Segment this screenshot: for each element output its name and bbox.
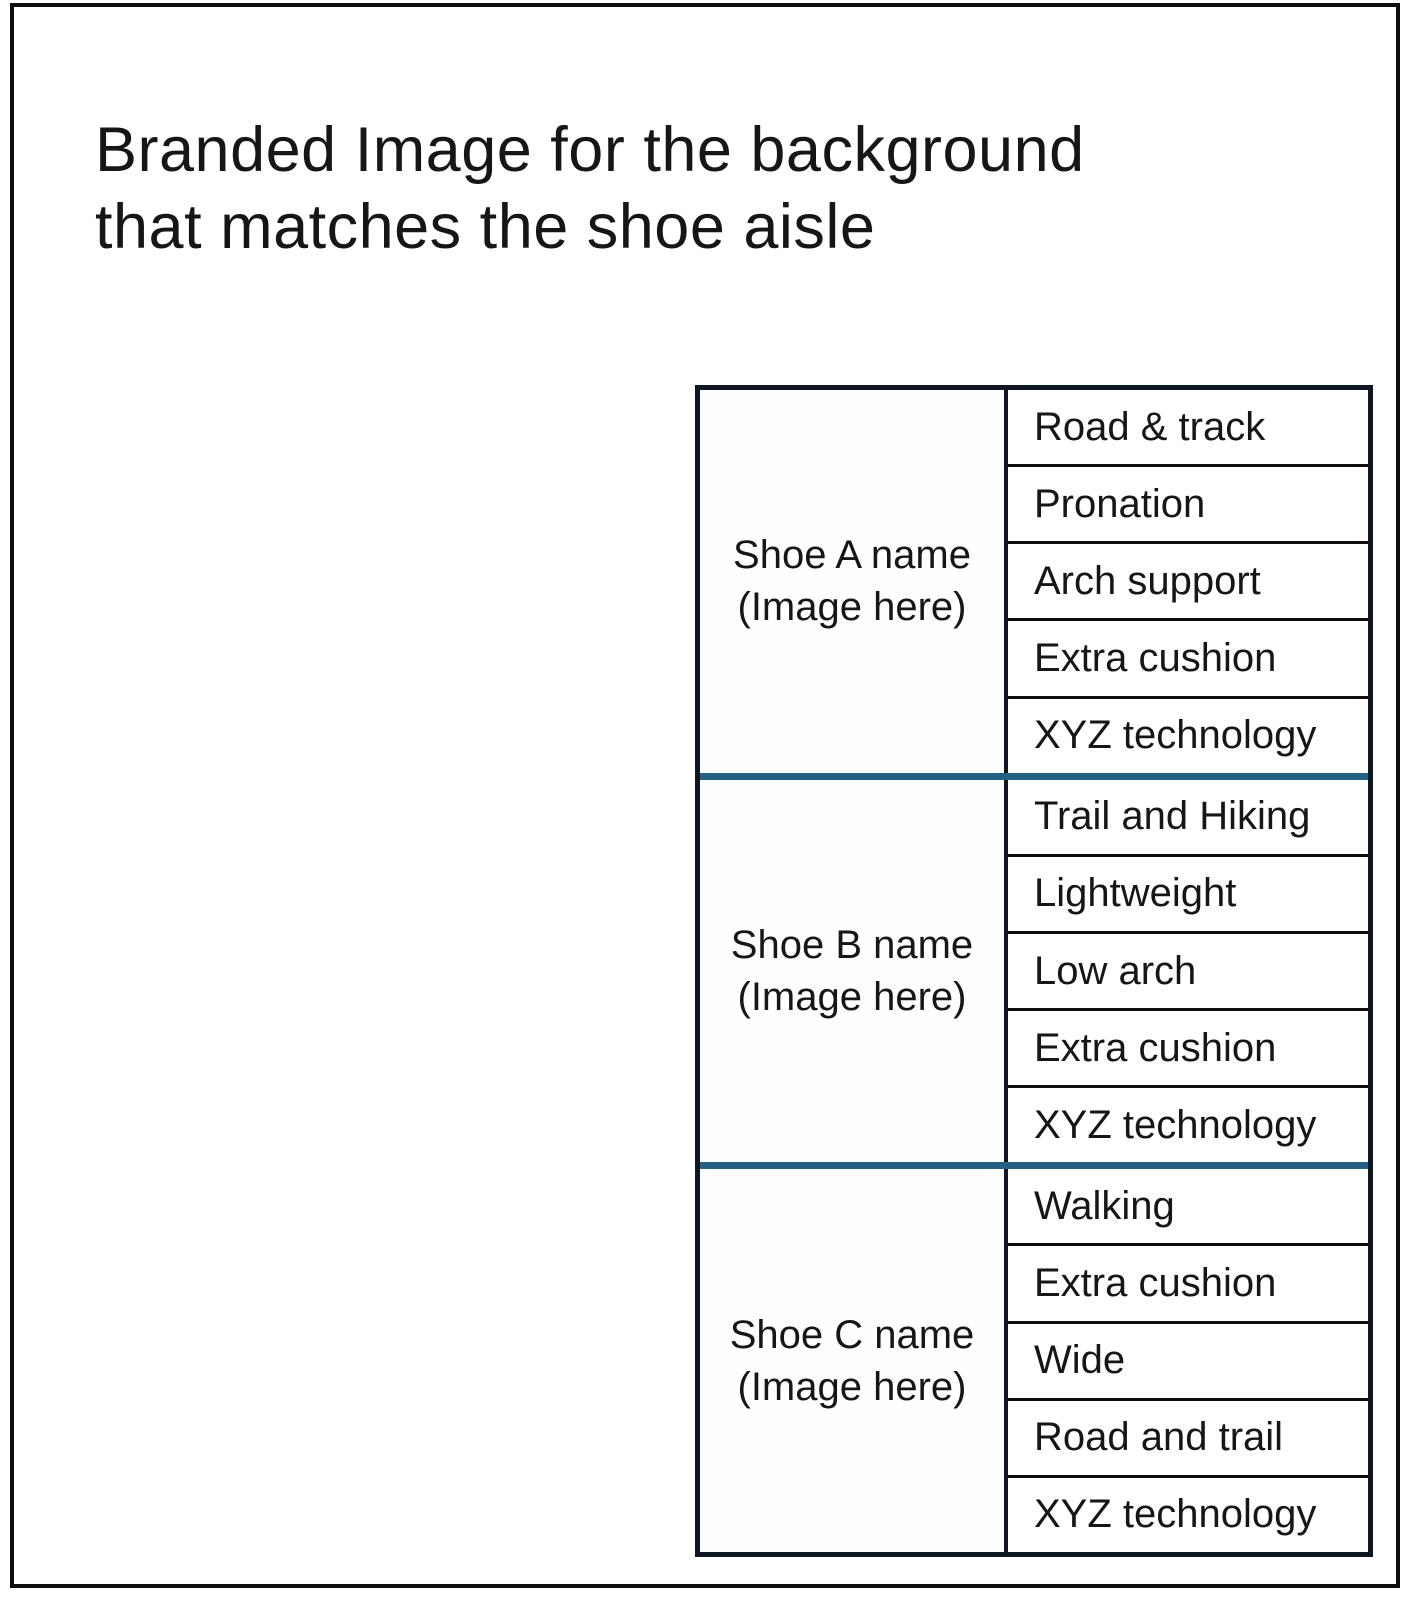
section-divider [700, 1162, 1368, 1170]
feature-cell: Extra cushion [1008, 618, 1368, 696]
shoe-c-features: Walking Extra cushion Wide Road and trai… [1008, 1169, 1368, 1553]
shoe-a-name-cell: Shoe A name (Image here) [700, 390, 1008, 773]
shoe-comparison-table: Shoe A name (Image here) Road & track Pr… [695, 385, 1373, 1557]
shoe-section-b: Shoe B name (Image here) Trail and Hikin… [700, 779, 1368, 1163]
shoe-b-features: Trail and Hiking Lightweight Low arch Ex… [1008, 779, 1368, 1163]
feature-cell: Trail and Hiking [1008, 779, 1368, 854]
section-divider [700, 772, 1368, 780]
feature-cell: XYZ technology [1008, 1085, 1368, 1163]
page-title-line-2: that matches the shoe aisle [95, 192, 876, 262]
feature-cell: Pronation [1008, 464, 1368, 542]
shoe-section-a: Shoe A name (Image here) Road & track Pr… [700, 390, 1368, 773]
feature-cell: Extra cushion [1008, 1008, 1368, 1086]
page-title-line-1: Branded Image for the background [95, 115, 1085, 185]
feature-cell: Road and trail [1008, 1397, 1368, 1475]
page-title: Branded Image for the background that ma… [95, 112, 1085, 266]
shoe-b-image-placeholder: (Image here) [737, 975, 967, 1019]
shoe-a-image-placeholder: (Image here) [737, 585, 967, 630]
feature-cell: Road & track [1008, 390, 1368, 465]
shoe-section-c: Shoe C name (Image here) Walking Extra c… [700, 1169, 1368, 1553]
shoe-c-name: Shoe C name [729, 1312, 975, 1357]
feature-cell: Walking [1008, 1169, 1368, 1244]
feature-cell: XYZ technology [1008, 1474, 1368, 1553]
shoe-c-name-cell: Shoe C name (Image here) [700, 1169, 1008, 1553]
feature-cell: Wide [1008, 1320, 1368, 1398]
shoe-b-name-cell: Shoe B name (Image here) [700, 779, 1008, 1163]
feature-cell: Lightweight [1008, 853, 1368, 931]
feature-cell: XYZ technology [1008, 695, 1368, 773]
feature-cell: Extra cushion [1008, 1243, 1368, 1321]
shoe-a-name: Shoe A name [733, 533, 971, 578]
feature-cell: Arch support [1008, 541, 1368, 619]
shoe-c-image-placeholder: (Image here) [737, 1364, 967, 1409]
feature-cell: Low arch [1008, 930, 1368, 1009]
shoe-b-name: Shoe B name [730, 923, 974, 967]
shoe-a-features: Road & track Pronation Arch support Extr… [1008, 390, 1368, 773]
